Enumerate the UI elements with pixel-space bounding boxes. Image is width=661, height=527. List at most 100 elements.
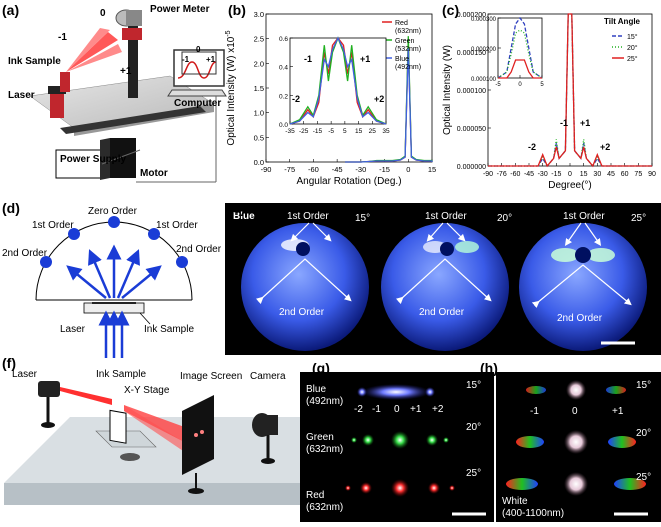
spot-white [564, 472, 588, 496]
power-meter-label: Power Meter [150, 4, 210, 15]
second-order-label: 2nd Order [176, 244, 222, 255]
order-annotation: -1 [304, 54, 312, 64]
first-order-label: 1st Order [563, 211, 605, 222]
y-axis-label: Optical Intensity (W) x10-5 [225, 30, 237, 145]
x-tick-label: -90 [261, 165, 272, 174]
y-tick-label: 0.000300 [471, 17, 497, 23]
panel-f: Laser Ink Sample X-Y Stage Image Screen … [0, 355, 300, 522]
legend-label: 25° [627, 55, 638, 63]
x-tick-label: -15 [379, 165, 390, 174]
y-tick-label: 0.000100 [471, 77, 497, 83]
y-tick-label: 0.000100 [457, 88, 486, 95]
angle-label: 25° [631, 213, 646, 224]
spot-blue [362, 384, 430, 400]
y-tick-label: 0.000000 [457, 164, 486, 171]
power-supply-label: Power Supply [60, 154, 127, 165]
ink-sample-slide [109, 409, 127, 444]
first-order-label: 1st Order [32, 220, 74, 231]
color-label: Blue [233, 211, 255, 222]
angle-label: 15° [355, 213, 370, 224]
order-annotation: +1 [580, 118, 590, 128]
order-label: +1 [120, 66, 132, 77]
order-dot-second [40, 256, 52, 268]
first-order-label: 1st Order [425, 211, 467, 222]
angle-label: 20° [497, 213, 512, 224]
x-tick-label: 5 [540, 82, 544, 88]
y-tick-label: 0.0 [254, 158, 264, 167]
panel-label: (b) [228, 2, 246, 18]
ink-sample-label: Ink Sample [144, 324, 194, 335]
order-dot-zero [108, 216, 120, 228]
spot-white [564, 430, 588, 454]
order-dot-second [176, 256, 188, 268]
order-label: -1 [530, 406, 539, 417]
series-line [345, 48, 433, 163]
first-order-label: 1st Order [287, 211, 329, 222]
order-label: -1 [372, 404, 381, 415]
panel-a: -1 0 +1 Power Meter Ink Sample Laser Com… [0, 0, 230, 200]
y-tick-label: 0.000200 [457, 12, 486, 19]
diffraction-beam [66, 32, 118, 72]
panel-label: (a) [2, 2, 20, 18]
series-line [498, 59, 542, 79]
diffracted-beam [124, 405, 190, 445]
sample-mount [60, 72, 70, 92]
legend-label: 15° [627, 33, 638, 41]
screen-order: +1 [206, 55, 216, 64]
x-tick-label: 0 [518, 82, 522, 88]
angle-label: 25° [636, 472, 651, 483]
screen-order: -1 [182, 55, 190, 64]
order-label: 0 [100, 8, 106, 19]
setup-diagram-f: Laser Ink Sample X-Y Stage Image Screen … [4, 369, 300, 505]
x-tick-label: -75 [284, 165, 295, 174]
motor-block [110, 138, 136, 178]
photo-g: Blue (492nm) Green (632nm) Red (632nm) 1… [300, 372, 494, 522]
laser-beam [60, 387, 112, 405]
setup-diagram-a: -1 0 +1 Power Meter Ink Sample Laser Com… [8, 4, 227, 183]
order-dot-first [148, 228, 160, 240]
second-order-label: 2nd Order [2, 248, 48, 259]
x-axis-label: Angular Rotation (Deg.) [296, 176, 401, 187]
y-tick-label: 0.6 [279, 36, 288, 43]
screen-order: 0 [196, 45, 201, 54]
panel-label: (f) [2, 355, 16, 371]
legend-label: (492nm) [395, 64, 421, 71]
photo-e: Blue 15° 20° 25° 1st Order 1st Order 1st… [233, 211, 647, 351]
x-tick-label: 35 [382, 128, 390, 135]
row-angle: 20° [466, 422, 481, 433]
ink-sample-label: Ink Sample [96, 369, 146, 380]
order-annotation: +1 [360, 54, 370, 64]
row-name: Green [306, 432, 334, 443]
ink-sample-label: Ink Sample [8, 56, 61, 67]
row-name: Blue [306, 384, 326, 395]
panel-label: (c) [442, 2, 460, 18]
legend-label: Blue [395, 56, 409, 63]
camera-label: Camera [250, 371, 286, 382]
x-tick-label: -90 [483, 171, 493, 178]
angle-label: 15° [636, 380, 651, 391]
screen-label: Image Screen [180, 371, 242, 382]
row-angle: 15° [466, 380, 481, 391]
order-label: +2 [432, 404, 444, 415]
x-tick-label: 60 [621, 171, 629, 178]
y-tick-label: 0.000150 [457, 50, 486, 57]
second-order-label: 2nd Order [279, 307, 325, 318]
motor-label: Motor [140, 168, 168, 179]
laser-label: Laser [12, 369, 38, 380]
second-order-label: 2nd Order [557, 313, 603, 324]
x-tick-label: 30 [593, 171, 601, 178]
spot-red [391, 479, 409, 497]
laser-mount [50, 90, 64, 118]
order-annotation: +2 [374, 94, 384, 104]
y-tick-label: 3.0 [254, 10, 264, 19]
panel-label: (e) [228, 200, 246, 216]
x-axis-label: Degree(°) [548, 180, 591, 191]
spot-white [566, 380, 586, 400]
panel-e: Blue 15° 20° 25° 1st Order 1st Order 1st… [225, 203, 661, 355]
row-name: Red [306, 490, 324, 501]
x-tick-label: -45 [524, 171, 534, 178]
